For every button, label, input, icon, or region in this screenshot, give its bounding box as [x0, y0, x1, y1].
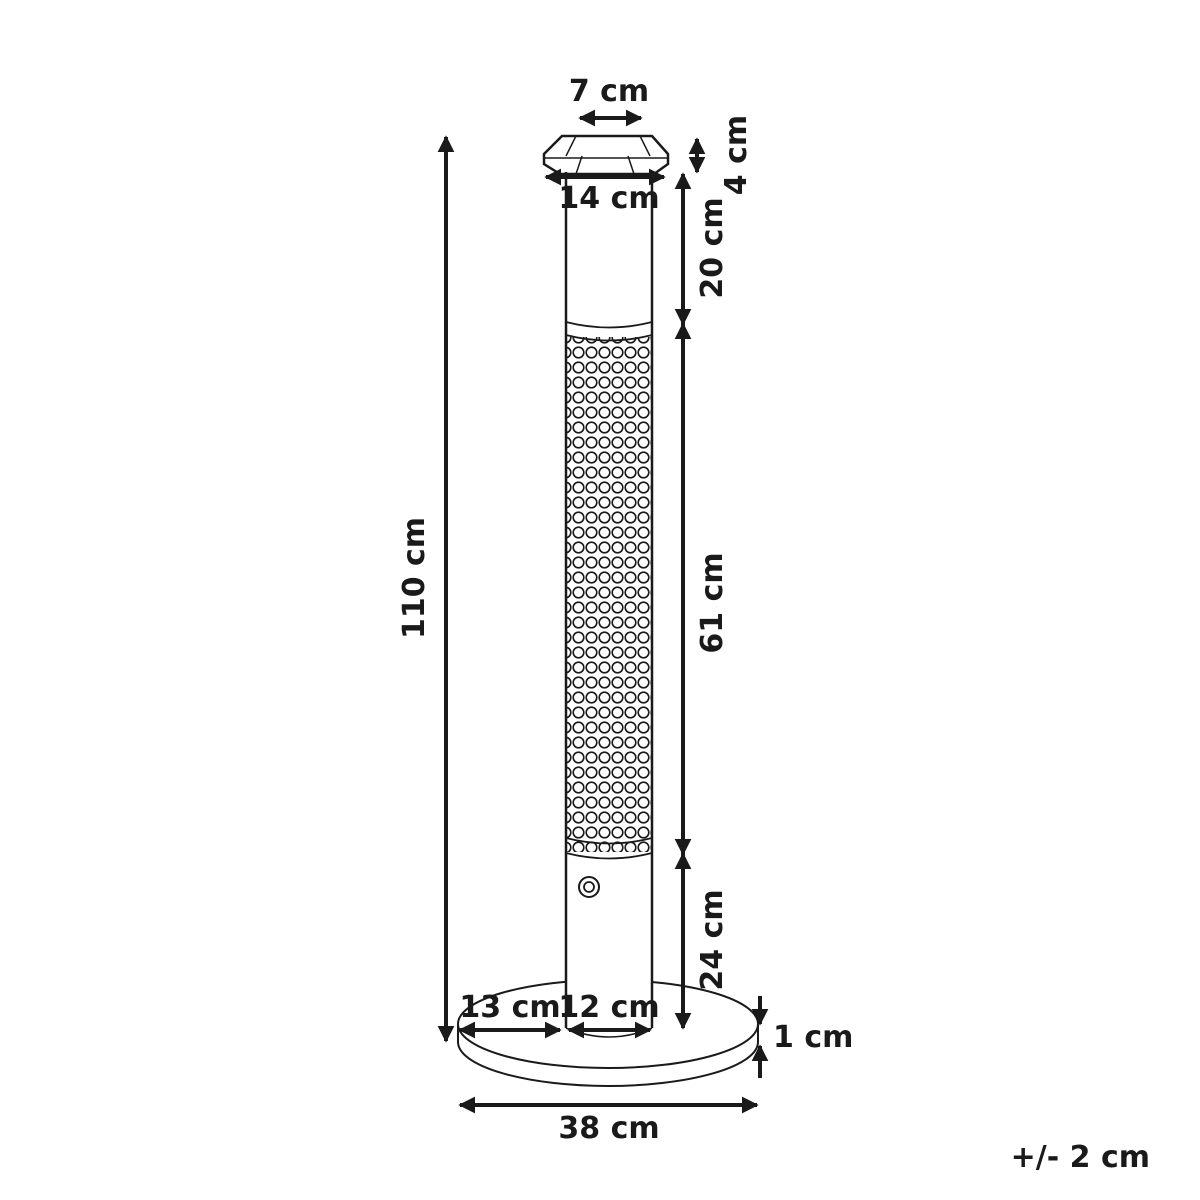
label-base-width: 38 cm	[558, 1111, 659, 1146]
label-tolerance: +/- 2 cm	[1011, 1140, 1150, 1175]
dimension-lines	[437, 109, 769, 1114]
heating-mesh	[566, 337, 652, 852]
dimension-labels: 7 cm 4 cm 14 cm 20 cm 110 cm 61 cm 24 cm…	[397, 74, 1150, 1175]
top-cap	[542, 134, 670, 176]
label-tube-width: 12 cm	[558, 990, 659, 1025]
label-upper-section: 20 cm	[695, 197, 730, 298]
heater-drawing	[457, 134, 759, 1087]
label-base-offset: 13 cm	[459, 990, 560, 1025]
label-top-width: 7 cm	[569, 74, 649, 109]
label-heater-section: 61 cm	[695, 552, 730, 653]
label-total-height: 110 cm	[397, 517, 432, 639]
control-knob-icon	[578, 876, 600, 898]
tube-body	[564, 170, 654, 1028]
label-cap-width: 14 cm	[558, 181, 659, 216]
label-base-thickness: 1 cm	[773, 1020, 853, 1055]
label-cap-height: 4 cm	[719, 115, 754, 195]
label-lower-section: 24 cm	[695, 889, 730, 990]
